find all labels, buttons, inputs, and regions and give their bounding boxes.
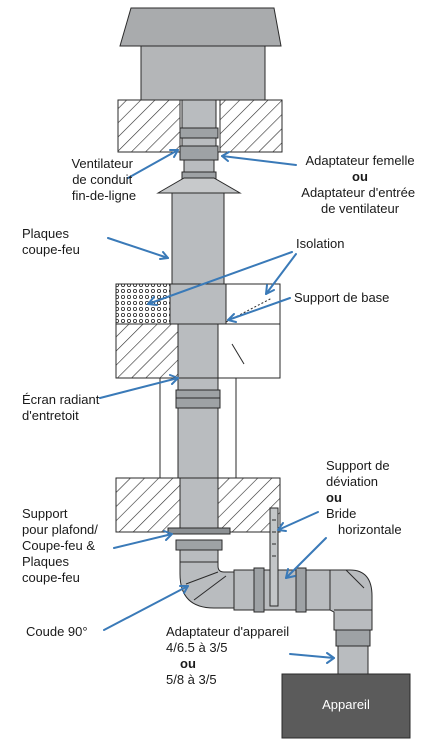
label-appliance-adapter-alt: 5/8 à 3/5 — [166, 672, 217, 687]
label-offset-support: Support de déviation — [326, 458, 393, 489]
ceiling-framing — [115, 323, 281, 379]
arrow-horizontal-strap — [285, 537, 327, 579]
label-or-1: ou — [352, 169, 368, 184]
roof-pipe — [179, 99, 219, 181]
label-attic-shield: Écran radiant d'entretoit — [22, 392, 103, 423]
arrow-ceiling-support — [113, 533, 173, 549]
label-fan: Ventilateur de conduit fin-de-ligne — [71, 156, 136, 203]
attic-section — [159, 377, 237, 479]
arrow-attic-shield — [99, 377, 179, 399]
arrow-fan — [127, 149, 179, 179]
offset-support-strap — [269, 507, 279, 607]
arrow-insulation-2 — [265, 253, 297, 295]
end-of-line-fan — [119, 7, 282, 101]
elbow-and-horizontal-duct — [179, 549, 373, 675]
arrow-elbow — [103, 585, 189, 631]
label-fan-inlet-adapter: Adaptateur d'entrée de ventilateur — [301, 185, 418, 216]
label-base-support: Support de base — [294, 290, 389, 305]
arrow-firestop-plates — [107, 237, 169, 259]
leader-arrows — [99, 149, 335, 664]
label-or-3: ou — [180, 656, 196, 671]
arrow-appliance-adapter — [289, 653, 335, 659]
arrow-offset-support — [277, 511, 319, 531]
label-firestop-plates: Plaques coupe-feu — [22, 226, 80, 257]
label-or-2: ou — [326, 490, 342, 505]
label-female-adapter: Adaptateur femelle — [305, 153, 414, 168]
label-ceiling-support: Support pour plafond/ Coupe-feu & Plaque… — [22, 506, 102, 585]
label-appliance-adapter: Adaptateur d'appareil 4/6.5 à 3/5 — [166, 624, 293, 655]
label-insulation: Isolation — [296, 236, 344, 251]
arrow-female-adapter — [221, 155, 297, 166]
appliance-box: Appareil — [281, 673, 411, 739]
vertical-duct — [171, 192, 225, 289]
text-labels: Ventilateur de conduit fin-de-ligne Adap… — [22, 153, 418, 687]
storm-collar — [156, 177, 242, 194]
appliance-label: Appareil — [322, 697, 370, 712]
lower-framing — [115, 477, 281, 551]
label-elbow: Coude 90° — [26, 624, 88, 639]
arrow-insulation-1 — [147, 251, 293, 305]
arrow-base-support — [227, 297, 291, 321]
firestop-section — [115, 283, 281, 325]
label-horizontal-strap: Bride horizontale — [326, 506, 402, 537]
